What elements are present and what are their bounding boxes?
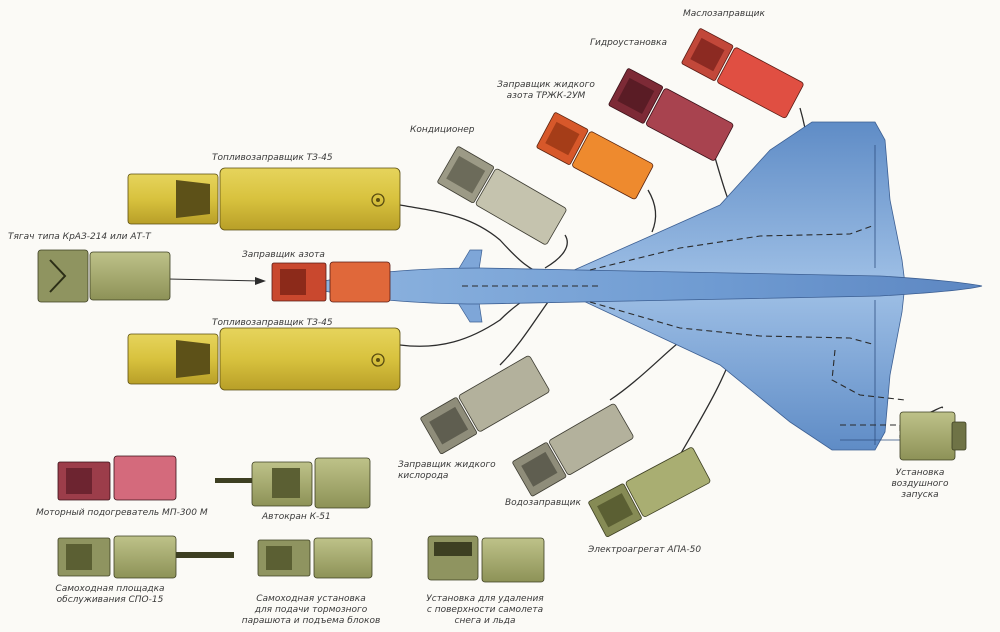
parachute-unit-truck bbox=[257, 537, 373, 579]
label-liquid-nitrogen: Заправщик жидкого азота ТРЖК-2УМ bbox=[497, 80, 595, 101]
service-platform-truck bbox=[57, 535, 234, 579]
liquid-nitrogen-truck bbox=[536, 112, 654, 200]
engine-heater-truck bbox=[57, 455, 177, 501]
water-refueller-truck bbox=[512, 403, 634, 497]
aircraft-tu144 bbox=[299, 121, 983, 451]
label-air-conditioner: Кондиционер bbox=[410, 125, 475, 135]
label-tractor: Тягач типа КрАЗ-214 или АТ-Т bbox=[8, 232, 151, 242]
power-unit-truck bbox=[588, 447, 711, 538]
fuel-truck-top bbox=[127, 167, 401, 231]
nitrogen-refueller-truck bbox=[271, 261, 391, 303]
air-conditioner-truck bbox=[437, 146, 567, 245]
label-fuel-top: Топливозаправщик ТЗ-45 bbox=[212, 153, 333, 163]
label-hydraulic-unit: Гидроустановка bbox=[590, 38, 667, 48]
crane-truck bbox=[215, 457, 371, 509]
label-service-platform: Самоходная площадка обслуживания СПО-15 bbox=[55, 584, 165, 605]
label-crane: Автокран К-51 bbox=[262, 512, 331, 522]
tractor-truck bbox=[37, 249, 171, 303]
label-oil-refueller: Маслозаправщик bbox=[683, 9, 765, 19]
air-start-unit bbox=[899, 411, 967, 461]
label-nitrogen-refueller: Заправщик азота bbox=[242, 250, 325, 260]
label-power-unit: Электроагрегат АПА-50 bbox=[588, 545, 702, 555]
label-air-start-unit: Установка воздушного запуска bbox=[891, 468, 949, 500]
label-parachute-unit: Самоходная установка для подачи тормозно… bbox=[241, 594, 381, 626]
label-liquid-oxygen: Заправщик жидкого кислорода bbox=[398, 460, 496, 481]
label-fuel-bottom: Топливозаправщик ТЗ-45 bbox=[212, 318, 333, 328]
deicer-truck bbox=[427, 535, 545, 583]
tow-arrow-icon bbox=[255, 277, 266, 285]
fuel-truck-bottom bbox=[127, 327, 401, 391]
hydraulic-unit-truck bbox=[608, 68, 734, 161]
fuselage bbox=[299, 267, 983, 305]
liquid-oxygen-truck bbox=[420, 355, 550, 455]
oil-refueller-truck bbox=[681, 28, 804, 119]
label-water-refueller: Водозаправщик bbox=[505, 498, 581, 508]
label-engine-heater: Моторный подогреватель МП-300 М bbox=[36, 508, 208, 518]
label-deicer: Установка для удаления с поверхности сам… bbox=[426, 594, 544, 626]
